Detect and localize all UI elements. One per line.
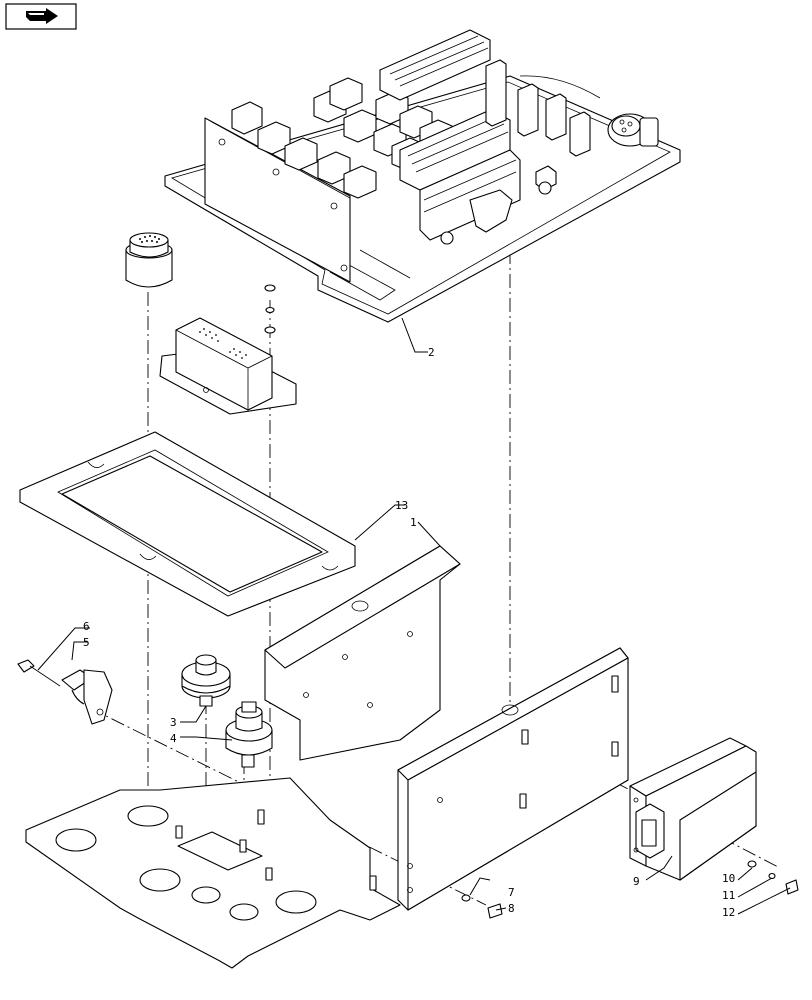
rectangular-connector [159,317,297,415]
callout-5: 5 [83,636,90,649]
callout-12: 12 [722,906,735,919]
electronic-module [629,737,757,881]
callout-8: 8 [508,902,515,915]
next-page-arrow-icon [26,8,58,24]
mounting-bracket [25,545,629,969]
callout-9: 9 [633,875,640,888]
switch-lower [225,701,273,768]
callout-7: 7 [508,886,515,899]
washer-nut-stack [264,284,276,334]
switch-upper [181,654,231,707]
callout-1: 1 [410,516,417,529]
round-connector [125,232,173,288]
fuse-blocks [379,29,521,241]
callout-labels: 2 13 1 6 5 3 4 9 7 8 10 11 12 [83,346,735,919]
callout-6: 6 [83,620,90,633]
callout-4: 4 [170,732,177,745]
studs [175,675,619,891]
key-and-bolt [17,659,113,725]
round-receptacle [607,113,659,147]
callout-10: 10 [722,872,735,885]
gasket [19,431,356,617]
leader-lines [37,317,791,915]
hardware-10-11-12 [747,860,799,895]
callout-3: 3 [170,716,177,729]
callout-11: 11 [722,889,735,902]
callout-2: 2 [428,346,435,359]
hardware-7-8 [461,894,503,919]
callout-13: 13 [395,499,408,512]
fuse-relay-panel [164,29,681,323]
next-page-button[interactable] [5,3,77,30]
